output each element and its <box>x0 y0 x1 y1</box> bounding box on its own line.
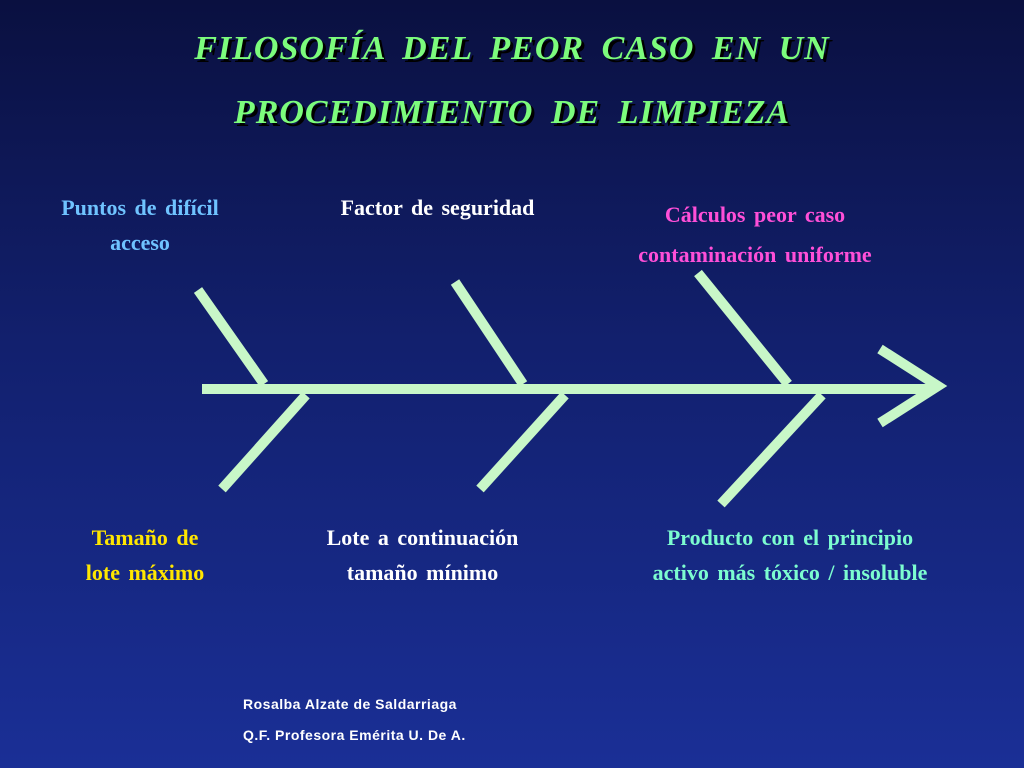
credit-author: Rosalba Alzate de Saldarriaga <box>243 696 457 712</box>
label-line: contaminación uniforme <box>638 242 872 267</box>
label-lote-continuacion: Lote a continuación tamaño mínimo <box>280 520 565 590</box>
label-puntos-dificil-acceso: Puntos de difícil acceso <box>30 190 250 260</box>
label-line: Factor de seguridad <box>340 195 535 220</box>
fishbone-bone-top-1 <box>193 287 269 387</box>
label-line: Producto con el principio <box>666 525 914 550</box>
label-tamano-lote-maximo: Tamaño de lote máximo <box>45 520 245 590</box>
page-title-line-2: PROCEDIMIENTO DE LIMPIEZA <box>233 94 791 131</box>
label-calculos-peor-caso: Cálculos peor caso contaminación uniform… <box>590 195 920 275</box>
fishbone-bone-bottom-2 <box>476 391 569 493</box>
label-line: Cálculos peor caso <box>664 202 846 227</box>
label-line: acceso <box>110 230 170 255</box>
label-line: activo más tóxico / insoluble <box>652 560 928 585</box>
page-title-line-1: FILOSOFÍA DEL PEOR CASO EN UN <box>194 30 830 67</box>
label-line: lote máximo <box>85 560 205 585</box>
fishbone-bone-top-2 <box>450 279 528 387</box>
fishbone-arrowhead <box>877 344 948 428</box>
fishbone-bone-bottom-1 <box>218 391 310 493</box>
fishbone-bone-top-3 <box>694 269 792 388</box>
label-line: Puntos de difícil <box>61 195 219 220</box>
label-producto-principio-activo: Producto con el principio activo más tóx… <box>600 520 980 590</box>
label-line: tamaño mínimo <box>346 560 499 585</box>
credit-position: Q.F. Profesora Emérita U. De A. <box>243 727 466 743</box>
fishbone-bone-bottom-3 <box>717 391 826 508</box>
label-line: Tamaño de <box>91 525 199 550</box>
label-line: Lote a continuación <box>326 525 519 550</box>
label-factor-seguridad: Factor de seguridad <box>300 190 575 225</box>
